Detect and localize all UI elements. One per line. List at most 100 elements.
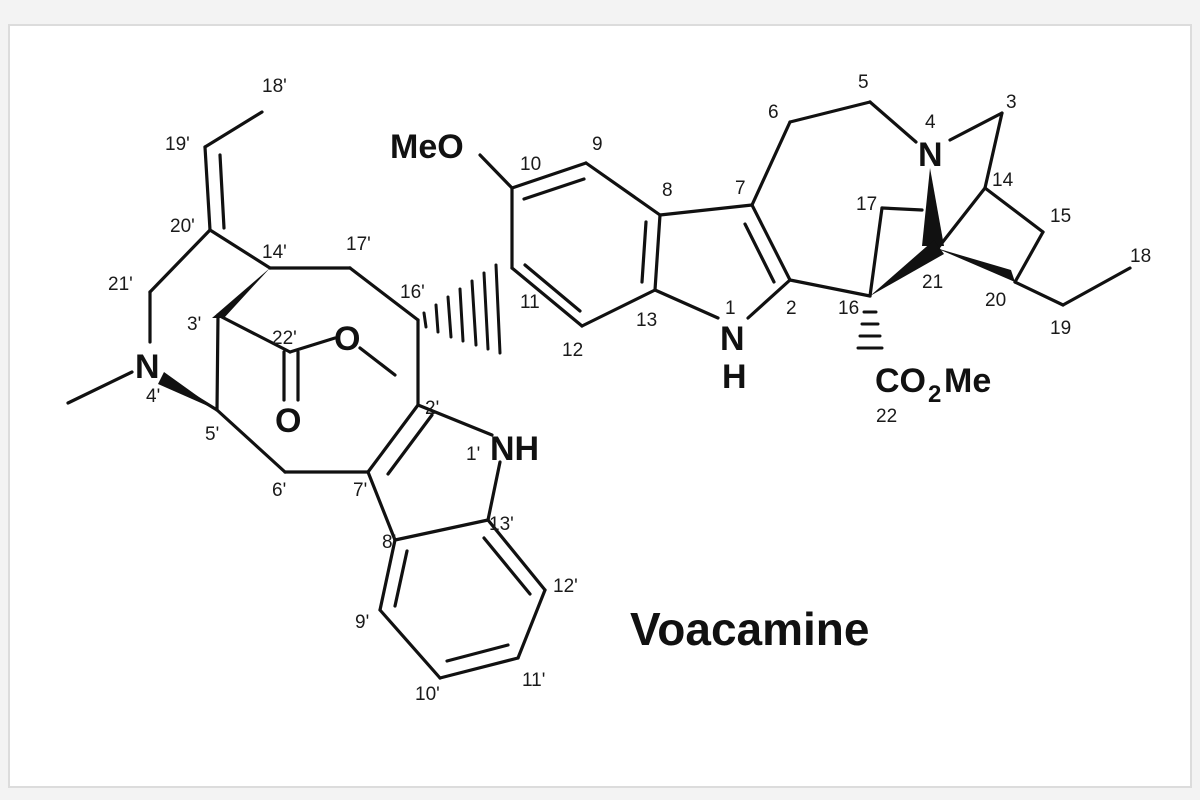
bond-c6-c5 — [788, 100, 872, 124]
locant-17p: 17' — [346, 234, 371, 255]
bond-c19-c18 — [1061, 266, 1132, 307]
atom-o-ester: O — [334, 320, 360, 358]
bond-c8-c7 — [658, 203, 754, 217]
locant-5p: 5' — [205, 424, 219, 445]
bond-c3p-c5p — [215, 313, 220, 412]
bond-c17-c17b — [880, 206, 924, 212]
atom-n4: N — [918, 136, 943, 174]
locant-16: 16 — [838, 298, 859, 319]
bond-inner-c10-c9 — [522, 177, 586, 201]
locant-13p: 13' — [489, 514, 514, 535]
bond-inner-c9p-c8p — [393, 549, 409, 608]
bond-inner-c12-c11 — [523, 263, 582, 313]
bond-c2-n1 — [746, 278, 792, 320]
locant-8: 8 — [662, 180, 673, 201]
locant-9: 9 — [592, 134, 603, 155]
locant-12: 12 — [562, 340, 583, 361]
locant-6: 6 — [768, 102, 779, 123]
locant-2p: 2' — [425, 398, 439, 419]
locant-17: 17 — [856, 194, 877, 215]
bond-n4p-me — [66, 370, 134, 405]
bond-c16-c17 — [868, 206, 884, 298]
wedge-n4-c21 — [922, 168, 944, 246]
atom-labels: MeO N N H CO 2 Me N O O NH — [135, 128, 991, 468]
bond-o-ester-me — [358, 346, 397, 377]
bond-c8-c13 — [653, 213, 662, 292]
locant-20: 20 — [985, 290, 1006, 311]
bond-c9p-c8p — [378, 538, 397, 612]
bond-c22p-o-ester — [288, 336, 337, 354]
hashed-bonds — [422, 263, 884, 355]
wedge-c16-c21 — [870, 240, 944, 296]
bond-c12p-c11p — [516, 588, 547, 660]
locant-1: 1 — [725, 298, 736, 319]
wedge-c14p-c3p — [212, 268, 270, 318]
locant-22p: 22' — [272, 328, 297, 349]
locant-10: 10 — [520, 154, 541, 175]
wedge-bonds — [158, 168, 1015, 410]
locant-4: 4 — [925, 112, 936, 133]
bond-c20p-c21p — [148, 228, 212, 294]
locant-13: 13 — [636, 310, 657, 331]
atom-n4p: N — [135, 348, 160, 386]
bond-c13-c12 — [580, 288, 657, 328]
locant-1p: 1' — [466, 444, 480, 465]
bond-n4-c3 — [948, 111, 1004, 142]
bond-c5-n4 — [868, 100, 918, 144]
bond-c3p-c22p — [216, 313, 292, 354]
bond-inner-c13p-c12p — [482, 536, 532, 596]
bond-c2-c16 — [788, 278, 872, 298]
locant-4p: 4' — [146, 386, 160, 407]
atom-o-carbonyl: O — [275, 402, 301, 440]
locant-3p: 3' — [187, 314, 201, 335]
locant-6p: 6' — [272, 480, 286, 501]
bond-c9-c8 — [584, 161, 662, 217]
bond-c14-c15 — [983, 186, 1045, 234]
locant-18: 18 — [1130, 246, 1151, 267]
locant-19p: 19' — [165, 134, 190, 155]
bond-inner-c20p-c19p — [218, 153, 226, 230]
locant-15: 15 — [1050, 206, 1071, 227]
bond-c8p-c13p — [393, 518, 490, 542]
bond-c15-c20 — [1013, 230, 1045, 284]
locant-7p: 7' — [353, 480, 367, 501]
locant-9p: 9' — [355, 612, 369, 633]
compound-name: Voacamine — [630, 603, 869, 655]
hash-c16p-c11 — [422, 263, 502, 355]
atom-co2me-me: Me — [944, 362, 991, 400]
locant-22: 22 — [876, 406, 897, 427]
bond-c7p-c8p — [366, 470, 397, 542]
bond-c13p-c12p — [486, 518, 547, 592]
locant-11: 11 — [520, 292, 540, 313]
locant-7: 7 — [735, 178, 746, 199]
locant-18p: 18' — [262, 76, 287, 97]
bond-c5p-c6p — [215, 408, 287, 474]
locant-16p: 16' — [400, 282, 425, 303]
locant-14: 14 — [992, 170, 1014, 191]
bond-n1-c13 — [653, 288, 720, 320]
locant-12p: 12' — [553, 576, 578, 597]
atom-co2me-sub: 2 — [928, 381, 941, 408]
bond-c20p-c19p — [203, 145, 212, 232]
wedge-c5p — [158, 372, 217, 410]
atom-co2me-co: CO — [875, 362, 926, 400]
atom-n1: N — [720, 320, 745, 358]
bond-c12-c11 — [510, 266, 584, 328]
bond-c2p-c7p — [366, 403, 420, 474]
wedge-c21-c20 — [936, 248, 1015, 282]
bond-c14-c21 — [936, 186, 987, 250]
locant-3: 3 — [1006, 92, 1017, 113]
bond-c10-ome — [478, 153, 514, 190]
bond-inner-c11p-c10p — [445, 643, 510, 663]
locant-11p: 11' — [522, 670, 545, 691]
locant-labels: 18' 19' 20' 21' 14' 17' 16' 3' 22' 4' 5'… — [108, 72, 1151, 705]
bond-c3-c14 — [983, 111, 1004, 190]
atom-n1p: NH — [490, 430, 539, 468]
hash-c16-co2me — [856, 310, 884, 350]
atom-h1: H — [722, 358, 747, 396]
locant-14p: 14' — [262, 242, 287, 263]
bond-c17p-c16p — [348, 266, 420, 322]
bond-c20-c19 — [1013, 280, 1065, 307]
locant-19: 19 — [1050, 318, 1071, 339]
locant-2: 2 — [786, 298, 797, 319]
